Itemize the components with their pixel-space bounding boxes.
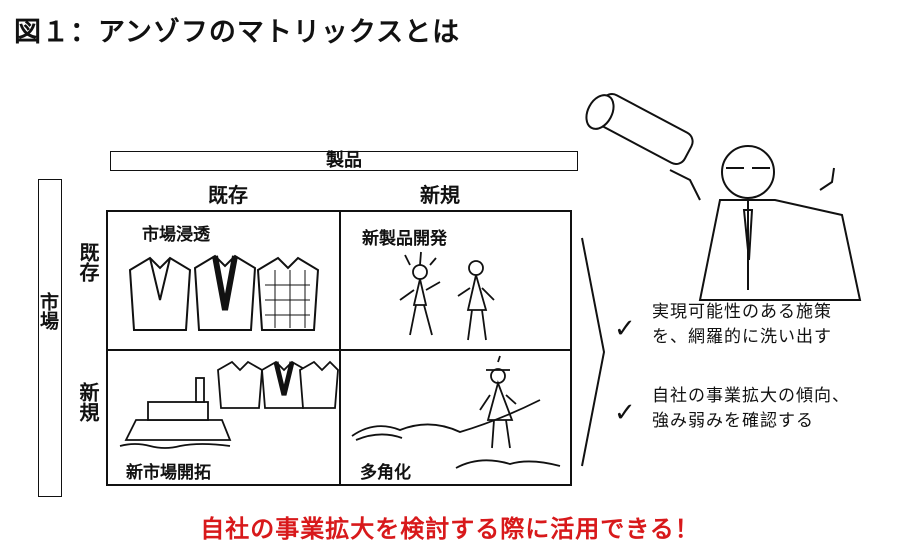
right-arrow-shape (581, 237, 606, 467)
matrix-horizontal-divider (106, 349, 570, 351)
note-1-line-2: を、網羅的に洗い出す (652, 327, 832, 347)
professor-head-icon (721, 145, 775, 199)
market-axis-label: 市場 (37, 292, 59, 330)
garment-icon (217, 360, 263, 409)
market-axis-bar: 市場 (37, 179, 62, 497)
garment-icon (256, 256, 320, 331)
note-1: 実現可能性のある施策 を、網羅的に洗い出す (652, 300, 832, 350)
garment-icon (299, 360, 339, 409)
cell-label-product-development: 新製品開発 (362, 229, 447, 249)
dancer-head-icon (468, 260, 484, 276)
ship-illustration-group (119, 360, 339, 449)
note-2-line-1: 自社の事業拡大の傾向、 (652, 386, 850, 406)
traveller-illustration-group (351, 355, 561, 469)
ship-hull-icon (124, 419, 232, 441)
matrix-vertical-divider (339, 210, 341, 484)
cell-label-market-penetration: 市場浸透 (142, 225, 210, 245)
professor-illustration-group (585, 93, 862, 301)
check-icon: ✓ (614, 398, 636, 428)
column-header-new: 新規 (420, 183, 460, 207)
figure-title: 図１：アンゾフのマトリックスとは (14, 17, 461, 48)
column-header-existing: 既存 (208, 183, 248, 207)
check-icon: ✓ (614, 314, 636, 344)
note-2: 自社の事業拡大の傾向、 強み弱みを確認する (652, 384, 850, 434)
cell-label-diversification: 多角化 (360, 463, 411, 483)
row-header-existing: 既存 (76, 242, 100, 282)
note-1-line-1: 実現可能性のある施策 (652, 302, 832, 322)
garment-illustration-group (128, 254, 320, 331)
bottom-caption: 自社の事業拡大を検討する際に活用できる！ (200, 515, 700, 543)
note-2-line-2: 強み弱みを確認する (652, 411, 814, 431)
garment-icon (128, 256, 192, 331)
row-header-new: 新規 (76, 382, 100, 422)
product-axis-bar: 製品 (110, 151, 578, 171)
dancer-head-icon (412, 264, 428, 280)
dancer-illustration-group (399, 251, 495, 341)
cell-label-market-development: 新市場開拓 (126, 463, 211, 483)
garment-icon (193, 254, 257, 331)
